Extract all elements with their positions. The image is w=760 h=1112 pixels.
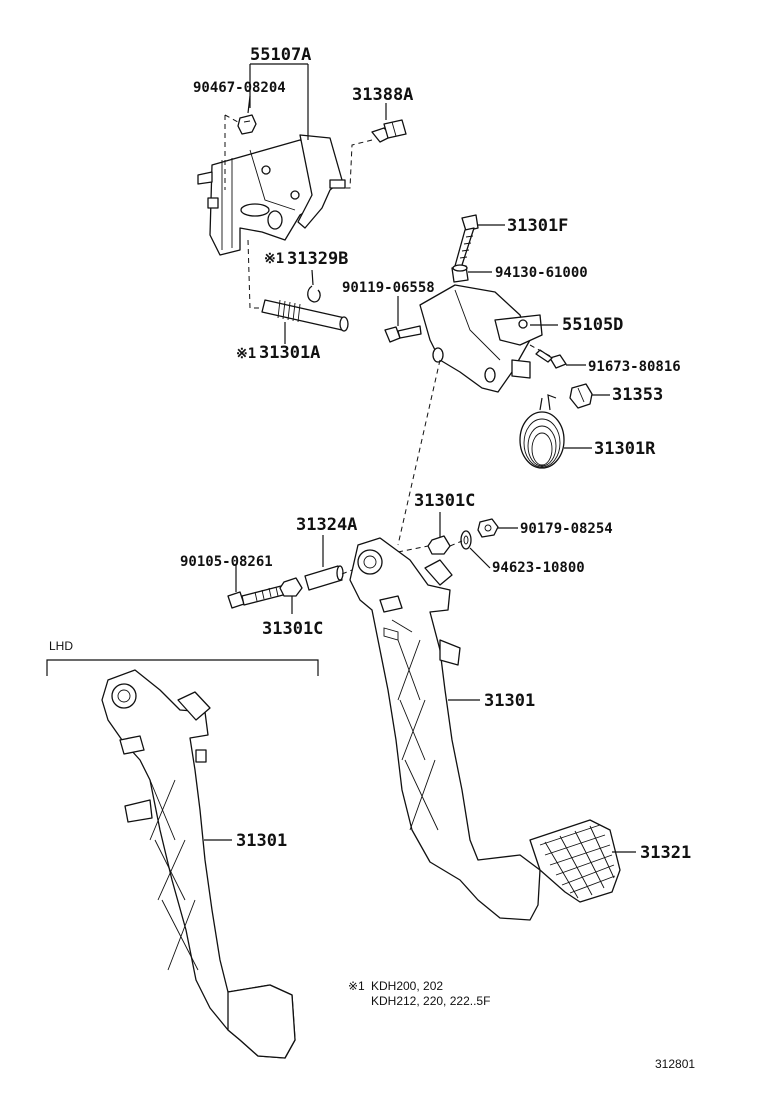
lhd-bracket-line bbox=[46, 659, 319, 676]
label-31324a: 31324A bbox=[296, 515, 357, 535]
pedal-31301-right bbox=[349, 537, 541, 921]
spring-31301r bbox=[519, 394, 565, 469]
label-90119-06558: 90119-06558 bbox=[342, 280, 435, 296]
bracket-55105d bbox=[419, 284, 543, 393]
bolt-90105 bbox=[227, 584, 288, 609]
bushing-31301c-bottom bbox=[279, 577, 303, 597]
footnote-line-1: KDH200, 202 bbox=[371, 979, 443, 993]
bushing-31301c-top bbox=[427, 535, 451, 555]
label-31388a: 31388A bbox=[352, 85, 413, 105]
label-31353: 31353 bbox=[612, 385, 663, 405]
mark-note-1: ※1 bbox=[264, 251, 284, 267]
label-90467-08204: 90467-08204 bbox=[193, 80, 286, 96]
pedal-31301-left bbox=[101, 669, 296, 1059]
nut-90179 bbox=[477, 518, 499, 538]
label-31301c-bottom: 31301C bbox=[262, 619, 323, 639]
label-31321: 31321 bbox=[640, 843, 691, 863]
label-31301-left: 31301 bbox=[236, 831, 287, 851]
collar-31324a bbox=[304, 565, 344, 591]
footnote-line-2: KDH212, 220, 222..5F bbox=[371, 994, 490, 1008]
footnote-mark: ※1 bbox=[348, 979, 365, 993]
lhd-label: LHD bbox=[49, 639, 73, 653]
label-31301r: 31301R bbox=[594, 439, 656, 459]
diagram-id: 312801 bbox=[655, 1057, 695, 1071]
label-31301-right: 31301 bbox=[484, 691, 535, 711]
bolt-90467 bbox=[237, 114, 257, 135]
label-31301c-top: 31301C bbox=[414, 491, 475, 511]
pin-31301a bbox=[261, 299, 349, 332]
mark-note-2: ※1 bbox=[236, 346, 256, 362]
label-31301f: 31301F bbox=[507, 216, 568, 236]
label-90105-08261: 90105-08261 bbox=[180, 554, 273, 570]
label-31329b: 31329B bbox=[287, 249, 348, 269]
label-91673-80816: 91673-80816 bbox=[588, 359, 681, 375]
bolt-91673 bbox=[535, 349, 567, 369]
label-94623-10800: 94623-10800 bbox=[492, 560, 585, 576]
clip-31329b bbox=[307, 285, 321, 303]
bracket-55107a bbox=[197, 134, 346, 256]
bolt-31301f bbox=[454, 214, 479, 267]
label-94130-61000: 94130-61000 bbox=[495, 265, 588, 281]
label-90179-08254: 90179-08254 bbox=[520, 521, 613, 537]
label-55107a: 55107A bbox=[250, 45, 311, 65]
label-31301a: 31301A bbox=[259, 343, 320, 363]
washer-94623 bbox=[460, 530, 472, 550]
switch-31388a bbox=[371, 119, 407, 143]
cushion-31353 bbox=[569, 383, 593, 409]
collar-94130 bbox=[451, 264, 469, 283]
label-55105d: 55105D bbox=[562, 315, 623, 335]
pad-31321 bbox=[529, 819, 621, 903]
bolt-90119 bbox=[384, 325, 422, 343]
